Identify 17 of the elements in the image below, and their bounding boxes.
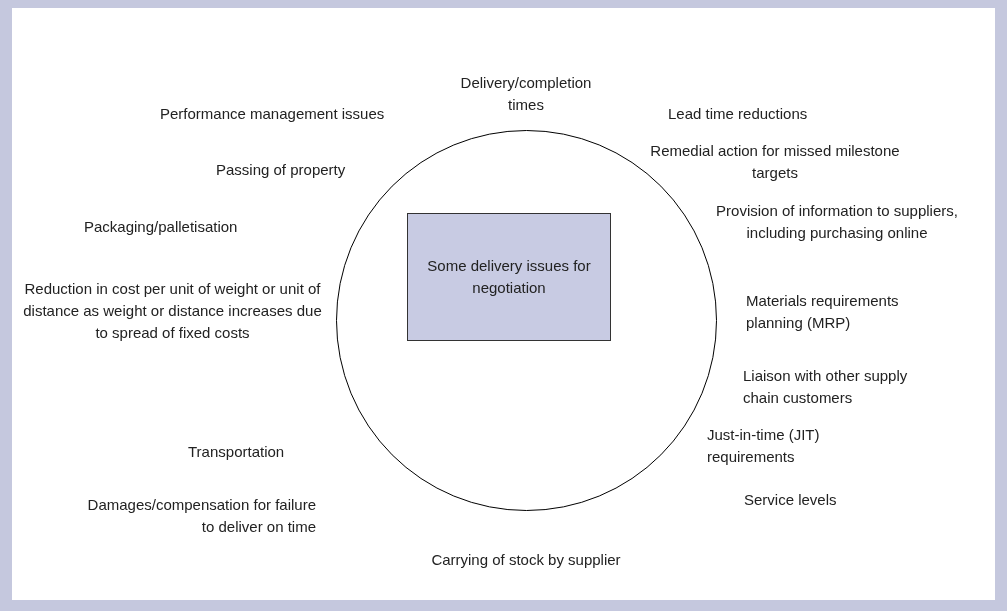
issue-label: Provision of information to suppliers, including purchasing online: [715, 201, 959, 243]
box-text: Some delivery issues for negotiation: [426, 256, 592, 298]
issue-label: Carrying of stock by supplier: [430, 550, 622, 570]
issue-label: Lead time reductions: [668, 104, 809, 124]
issue-label: Performance management issues: [160, 104, 386, 124]
issue-label: Packaging/palletisation: [84, 217, 239, 237]
issue-label: Delivery/completion times: [459, 73, 593, 115]
issue-label: Service levels: [744, 490, 838, 510]
issue-label: Remedial action for missed milestone targets: [650, 141, 900, 183]
issue-label: Materials requirements planning (MRP): [746, 291, 900, 333]
issue-label: Damages/compensation for failure to deliver on time: [86, 495, 316, 537]
issue-label: Passing of property: [216, 160, 347, 180]
issue-label: Liaison with other supply chain customers: [743, 366, 909, 408]
issue-label: Reduction in cost per unit of weight or unit of distance as weight or distance increases due to spread of fixed costs: [22, 279, 323, 343]
center-box: [407, 213, 611, 341]
issue-label: Just-in-time (JIT) requirements: [707, 425, 821, 467]
issue-label: Transportation: [188, 442, 286, 462]
